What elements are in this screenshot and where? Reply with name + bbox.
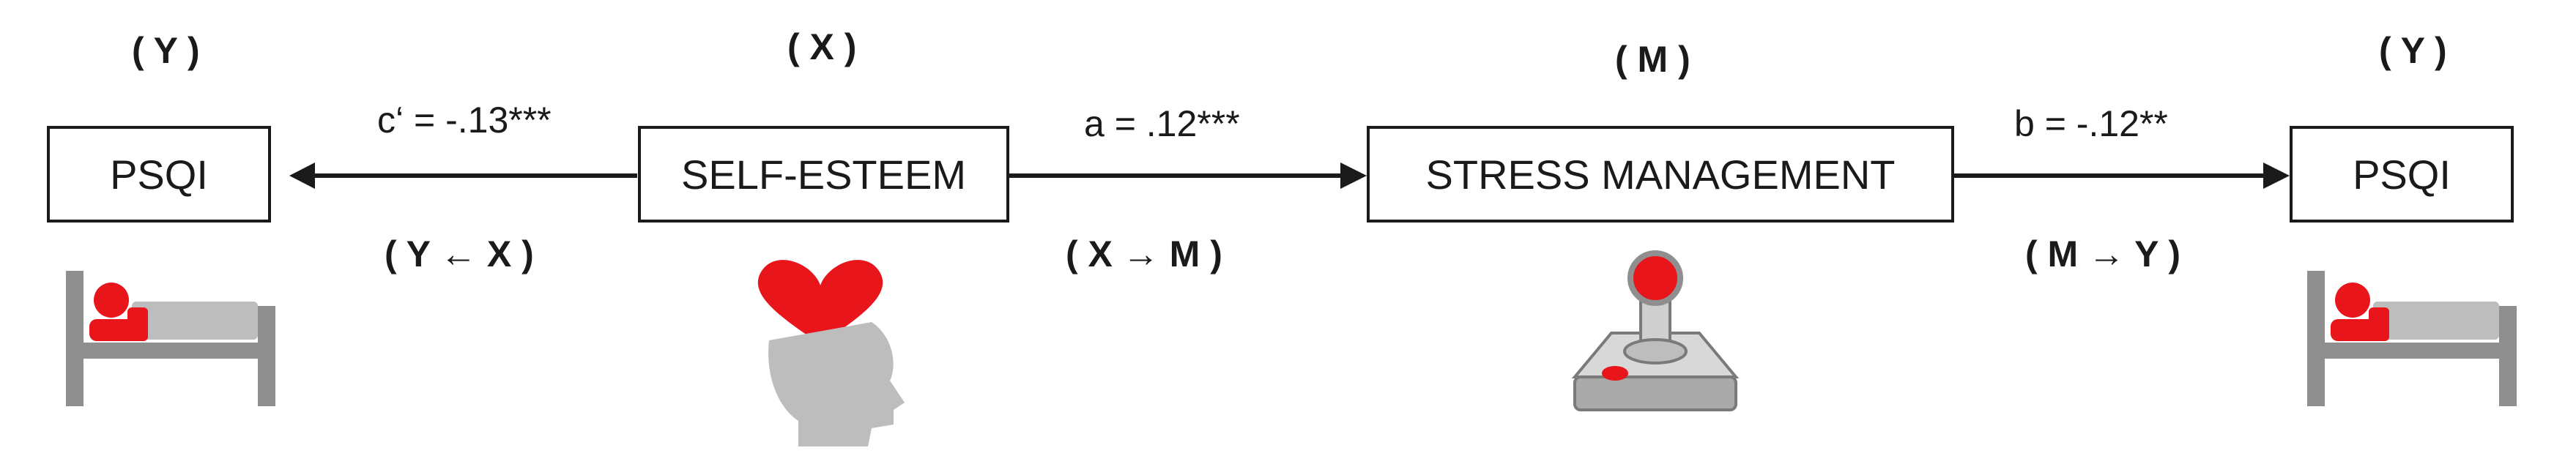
node-label: PSQI (2353, 151, 2451, 198)
node-label: STRESS MANAGEMENT (1425, 151, 1896, 198)
node-psqi-left: PSQI (47, 126, 271, 223)
node-self-esteem: SELF-ESTEEM (638, 126, 1009, 223)
role-label-x: ( X ) (787, 26, 857, 67)
direction-b: ( M → Y ) (2025, 233, 2181, 274)
bed-sleep-icon (66, 271, 275, 406)
direction-c-prime: ( Y ← X ) (385, 233, 534, 274)
role-label-y-right: ( Y ) (2379, 30, 2447, 71)
direction-a: ( X → M ) (1066, 233, 1222, 274)
joystick-icon (1571, 250, 1740, 411)
arrow-a-head (1340, 162, 1367, 189)
role-label-m: ( M ) (1615, 39, 1690, 80)
node-psqi-right: PSQI (2290, 126, 2514, 223)
coef-b: b = -.12** (2014, 103, 2168, 144)
role-label-y-left: ( Y ) (132, 30, 200, 71)
bed-sleep-icon (2307, 271, 2517, 406)
node-stress-management: STRESS MANAGEMENT (1367, 126, 1954, 223)
arrow-b-head (2263, 162, 2290, 189)
heart-head-icon (757, 260, 905, 446)
node-label: PSQI (110, 151, 208, 198)
coef-a: a = .12*** (1084, 103, 1240, 144)
arrow-c-prime-head (289, 162, 315, 189)
node-label: SELF-ESTEEM (681, 151, 966, 198)
coef-c-prime: c‘ = -.13*** (377, 100, 552, 141)
